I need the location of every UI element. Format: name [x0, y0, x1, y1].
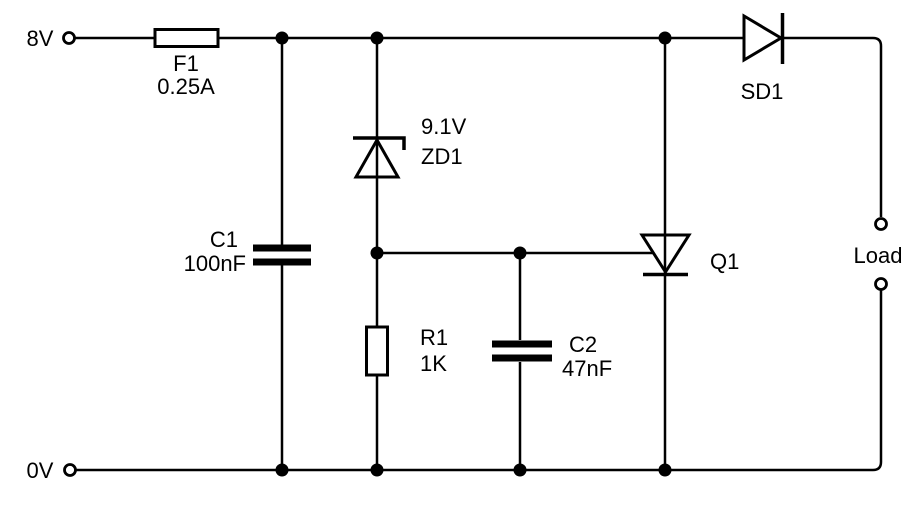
resistor-symbol-icon: [365, 325, 389, 377]
junction-dot: [658, 463, 672, 477]
junction-dot: [513, 463, 527, 477]
terminal-circle-icon: [62, 31, 76, 45]
r1-value-label: 1K: [420, 351, 447, 376]
wire-diode-to-load-top: [782, 36, 883, 217]
fuse-value-label: 0.25A: [157, 74, 215, 99]
supply-negative-label: 0V: [27, 458, 54, 483]
junction-dot: [658, 31, 672, 45]
load-label: Load: [854, 243, 903, 268]
junction-dot: [370, 31, 384, 45]
c1-value-label: 100nF: [184, 251, 246, 276]
diode-sd1: SD1: [741, 13, 785, 104]
load-top-terminal-circle-icon: [874, 217, 888, 231]
sd1-ref-label: SD1: [741, 79, 784, 104]
junction-dot: [370, 246, 384, 260]
wire-load-bottom: [872, 290, 883, 472]
zd1-ref-label: ZD1: [421, 144, 463, 169]
thyristor-q1: Q1: [639, 233, 739, 277]
fuse-f1: F1 0.25A: [153, 28, 220, 99]
zener-diode-zd1: 9.1V ZD1: [353, 114, 467, 179]
junction-dot: [513, 246, 527, 260]
capacitor-c2: C2 47nF: [492, 332, 612, 381]
terminal-circle-icon: [63, 463, 77, 477]
fuse-ref-label: F1: [173, 51, 199, 76]
diode-triangle-icon: [742, 13, 784, 63]
load-terminals: Load: [854, 217, 903, 291]
r1-ref-label: R1: [420, 325, 448, 350]
load-bottom-terminal-circle-icon: [874, 277, 888, 291]
junction-dot: [275, 31, 289, 45]
c2-value-label: 47nF: [562, 356, 612, 381]
capacitor-c1: C1 100nF: [184, 227, 311, 276]
resistor-r1: R1 1K: [365, 325, 448, 377]
junction-dots: [275, 31, 672, 477]
supply-positive-terminal: 8V: [27, 26, 76, 51]
thyristor-triangle-icon: [639, 233, 692, 275]
zener-cathode-bar-icon: [353, 136, 406, 150]
q1-ref-label: Q1: [710, 249, 739, 274]
fuse-symbol-icon: [153, 28, 220, 48]
junction-dot: [275, 463, 289, 477]
c2-ref-label: C2: [569, 332, 597, 357]
supply-positive-label: 8V: [27, 26, 54, 51]
wires: [75, 36, 883, 472]
zd1-value-label: 9.1V: [421, 114, 467, 139]
junction-dot: [370, 463, 384, 477]
supply-negative-terminal: 0V: [27, 458, 77, 483]
zener-triangle-icon: [353, 136, 401, 179]
c1-ref-label: C1: [210, 227, 238, 252]
